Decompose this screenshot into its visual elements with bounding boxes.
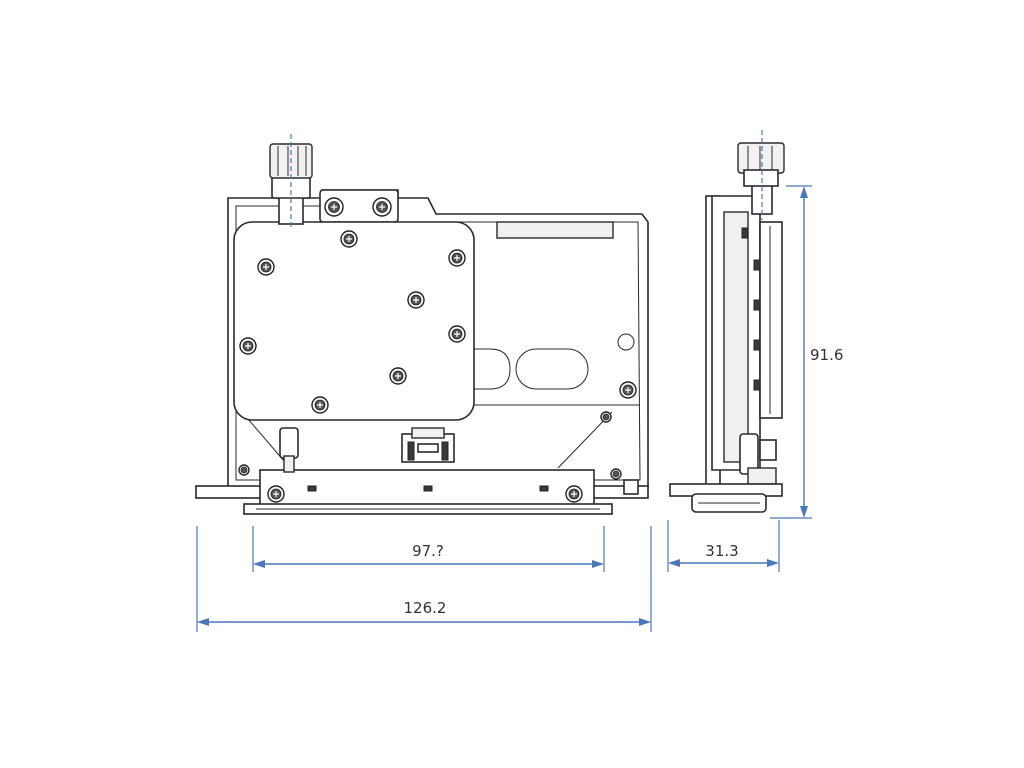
dimension-total-width: 126.2 bbox=[196, 526, 652, 632]
right-post bbox=[623, 479, 639, 495]
round-hole bbox=[617, 333, 635, 351]
screw-icon bbox=[448, 249, 466, 267]
base-slot-3 bbox=[539, 485, 549, 492]
screw-icon bbox=[239, 337, 257, 355]
screw-icon bbox=[448, 325, 466, 343]
inner-width-label: 97.? bbox=[412, 542, 444, 560]
screw-icon bbox=[610, 468, 622, 480]
screw-icon bbox=[257, 258, 275, 276]
dimension-side-depth: 31.3 bbox=[667, 520, 780, 572]
half-cutout bbox=[472, 348, 511, 390]
screw-icon bbox=[324, 197, 344, 217]
screw-icon bbox=[619, 381, 637, 399]
side-lower-clip bbox=[739, 433, 777, 485]
side-depth-label: 31.3 bbox=[705, 542, 738, 560]
total-width-label: 126.2 bbox=[404, 599, 447, 617]
dimension-inner-width: 97.? bbox=[252, 526, 605, 572]
screw-icon bbox=[372, 197, 392, 217]
screw-icon bbox=[565, 485, 583, 503]
center-connector bbox=[401, 427, 455, 463]
front-screws bbox=[238, 197, 637, 503]
front-view bbox=[195, 134, 649, 515]
screw-icon bbox=[407, 291, 425, 309]
left-clip bbox=[279, 427, 299, 473]
side-inner-plate bbox=[723, 211, 749, 463]
screw-icon bbox=[311, 396, 329, 414]
side-tab bbox=[753, 339, 761, 351]
screw-icon bbox=[238, 464, 250, 476]
label-slot bbox=[496, 221, 614, 239]
base-slot-2 bbox=[423, 485, 433, 492]
screw-icon bbox=[340, 230, 358, 248]
screw-icon bbox=[267, 485, 285, 503]
side-tab bbox=[753, 379, 761, 391]
side-tab bbox=[753, 299, 761, 311]
dimension-height: 91.6 bbox=[770, 185, 843, 519]
side-tab bbox=[753, 259, 761, 271]
screw-icon bbox=[389, 367, 407, 385]
oval-cutout bbox=[515, 348, 589, 390]
side-view bbox=[669, 130, 785, 513]
side-tab bbox=[741, 227, 749, 239]
height-label: 91.6 bbox=[810, 346, 843, 364]
tank-plate bbox=[233, 221, 475, 421]
base-slot-1 bbox=[307, 485, 317, 492]
screw-icon bbox=[600, 411, 612, 423]
side-tank-plate bbox=[759, 221, 783, 419]
